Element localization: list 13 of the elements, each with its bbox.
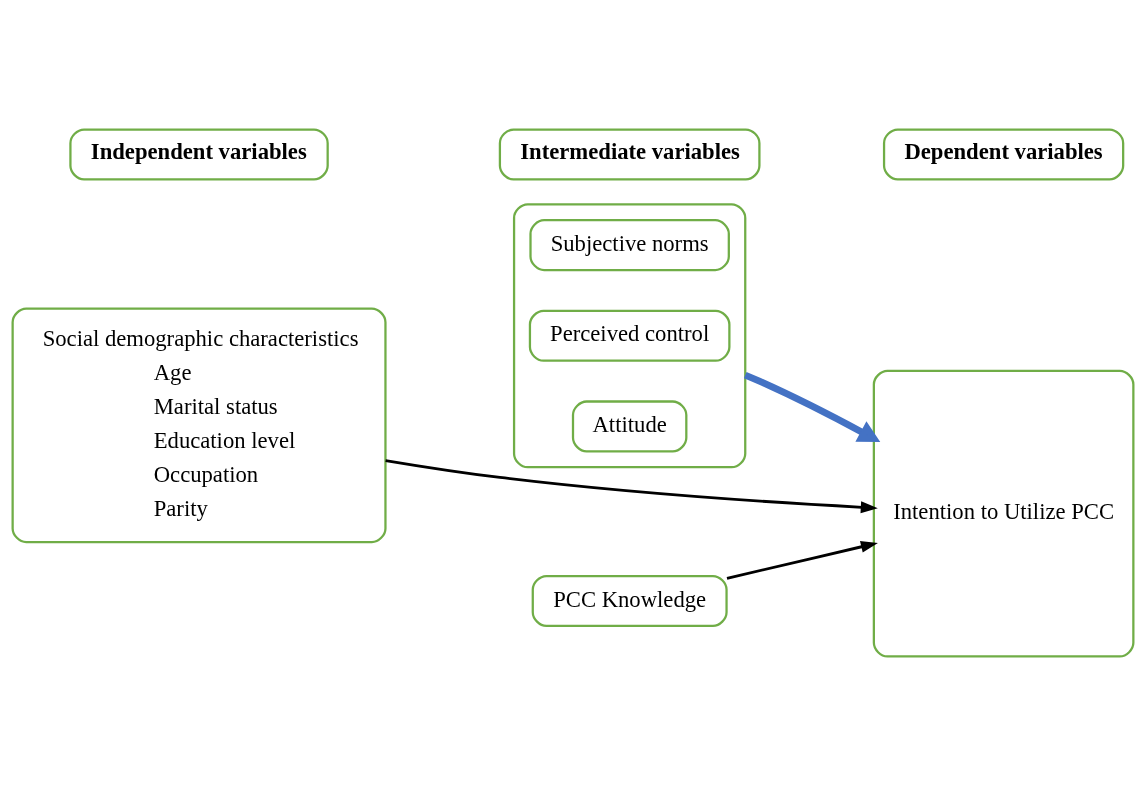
node-box: Attitude [571,399,688,452]
node-box: Subjective norms [529,218,730,271]
node-box: Dependent variables [882,127,1125,181]
node-box: Intermediate variables [498,127,761,181]
node-box: PCC Knowledge [531,574,728,627]
node-box: Social demographic characteristics Age Marital status Education level Occupation Parity [11,306,387,543]
node-box: Intention to Utilize PCC [872,369,1135,658]
cluster [512,202,747,468]
arrow [743,371,881,442]
node-box: Perceived control [528,309,731,362]
node-box: Independent variables [69,127,329,181]
arrow [726,540,878,580]
arrow [385,458,878,513]
